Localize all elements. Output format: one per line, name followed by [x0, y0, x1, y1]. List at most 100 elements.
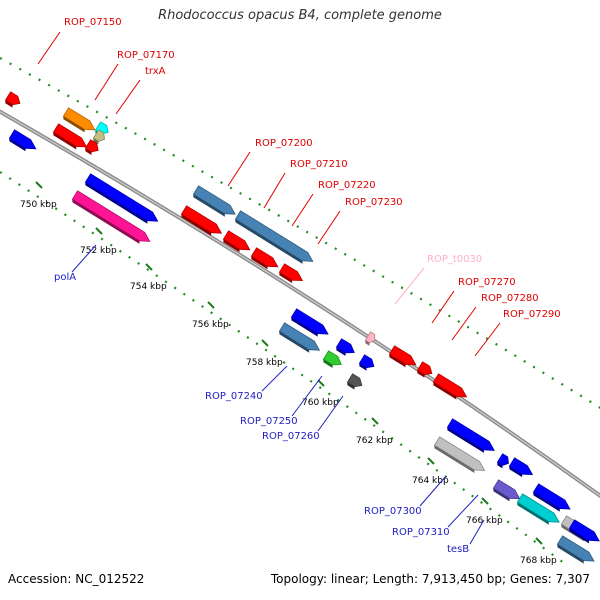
gene-07250-b-body [322, 350, 342, 366]
ruler-tick [145, 263, 153, 271]
gene-07250-a [335, 338, 355, 356]
feature-label: trxA [145, 66, 166, 77]
ruler-tick [317, 379, 325, 387]
gene-tesB-a [492, 479, 521, 502]
label-leader-line [227, 151, 251, 187]
ruler-tick [535, 537, 543, 545]
gene-07260-a-shade [359, 363, 367, 371]
gene-tesB-e-body [556, 535, 595, 562]
gene-07230 [278, 263, 304, 284]
gene-07240-a [290, 308, 329, 337]
gene-t0030-shade [365, 340, 370, 346]
ruler-tick-label: 762 kbp [356, 436, 393, 446]
gene-rev-b-shade [85, 182, 148, 224]
gene-t0030-body [364, 331, 376, 344]
ruler-tick-label: 766 kbp [466, 516, 503, 526]
ruler-tick-label: 758 kbp [246, 358, 283, 368]
gene-fwd-c-body [84, 139, 99, 153]
gene-07170-body [62, 107, 96, 131]
gene-07280 [416, 361, 433, 378]
gene-rev-b [84, 173, 159, 224]
ruler-tick [35, 181, 43, 189]
gene-fwd-a-shade [5, 100, 13, 108]
gene-07240-a-shade [291, 317, 318, 337]
gene-07300-b-body [433, 436, 486, 471]
gene-tesB-d [568, 519, 600, 544]
label-leader-line [71, 244, 97, 273]
gene-07210-shade [235, 219, 303, 264]
gene-07300-a-body [446, 418, 495, 451]
gene-07300-b [433, 436, 486, 474]
gene-07300-c-body [496, 453, 509, 466]
gene-07220-a-body [180, 205, 223, 234]
feature-label: ROP_07280 [481, 293, 539, 304]
gene-07280-body [416, 361, 433, 376]
label-leader-line [261, 365, 288, 392]
gene-07260-b-body [346, 373, 363, 388]
gene-rev-a-body [8, 129, 37, 150]
gene-07280-shade [417, 370, 425, 378]
gene-tesB-a-shade [493, 488, 510, 502]
gene-rev-a-shade [9, 138, 26, 152]
gene-fwd-b [52, 123, 88, 150]
gene-07220-c-body [250, 247, 279, 268]
gene-07170 [62, 107, 96, 133]
feature-label: ROP_07170 [117, 50, 175, 61]
gene-07240-b-shade [279, 331, 310, 353]
gene-07300-b-shade [434, 445, 475, 474]
ruler-tick-label: 764 kbp [412, 476, 449, 486]
gene-t0030 [364, 331, 376, 346]
ruler-tick [481, 497, 489, 505]
label-leader-line [94, 63, 119, 101]
ruler-tick-label: 754 kbp [130, 282, 167, 292]
backbone-highlight [0, 110, 600, 497]
label-leader-line [447, 494, 479, 528]
gene-07290-body [432, 373, 468, 398]
gene-07310-a-shade [509, 466, 523, 478]
label-leader-line [474, 322, 501, 357]
gene-07200 [192, 185, 236, 217]
label-leader-line [115, 79, 141, 115]
gene-07240-a-body [290, 308, 329, 335]
gene-07270-shade [389, 354, 406, 368]
gene-07260-a [358, 354, 375, 371]
gene-07220-b [222, 230, 251, 253]
feature-label: polA [54, 272, 76, 283]
ruler-tick [207, 301, 215, 309]
gene-07250-a-shade [336, 347, 346, 356]
ruler-tick [427, 457, 435, 465]
feature-label: ROP_07150 [64, 17, 122, 28]
gene-07310-b [532, 483, 571, 512]
ruler-tick-label: 760 kbp [302, 398, 339, 408]
gene-polA [71, 190, 151, 244]
label-leader-line [419, 475, 447, 507]
gene-tesB-d-body [568, 519, 600, 542]
ruler-tick [261, 339, 269, 347]
gene-07260-b [346, 373, 363, 390]
feature-label: ROP_07270 [458, 277, 516, 288]
gene-07200-body [192, 185, 236, 215]
gene-polA-shade [72, 199, 140, 244]
gene-07300-a-shade [447, 427, 484, 453]
gene-tesB-d-shade [569, 528, 589, 544]
ruler-tick-label: 756 kbp [192, 320, 229, 330]
gene-07250-b [322, 350, 342, 368]
gene-tesB-b [516, 493, 560, 525]
ruler-tick-label: 752 kbp [80, 246, 117, 256]
label-leader-line [469, 519, 485, 545]
label-leader-line [394, 267, 425, 305]
gene-07210-body [234, 210, 314, 262]
gene-07260-b-shade [347, 382, 355, 390]
gene-fwd-small [92, 129, 105, 145]
gene-tesB-a-body [492, 479, 521, 500]
gene-07200-shade [193, 194, 225, 217]
label-leader-line [291, 375, 323, 417]
gene-fwd-a-body [4, 91, 21, 106]
gene-07210 [234, 210, 314, 264]
gene-07270-body [388, 345, 417, 366]
gene-07260-a-body [358, 354, 375, 369]
label-leader-line [451, 306, 477, 341]
gene-07220-b-body [222, 230, 251, 251]
genome-title: Rhodococcus opacus B4, complete genome [158, 8, 442, 23]
